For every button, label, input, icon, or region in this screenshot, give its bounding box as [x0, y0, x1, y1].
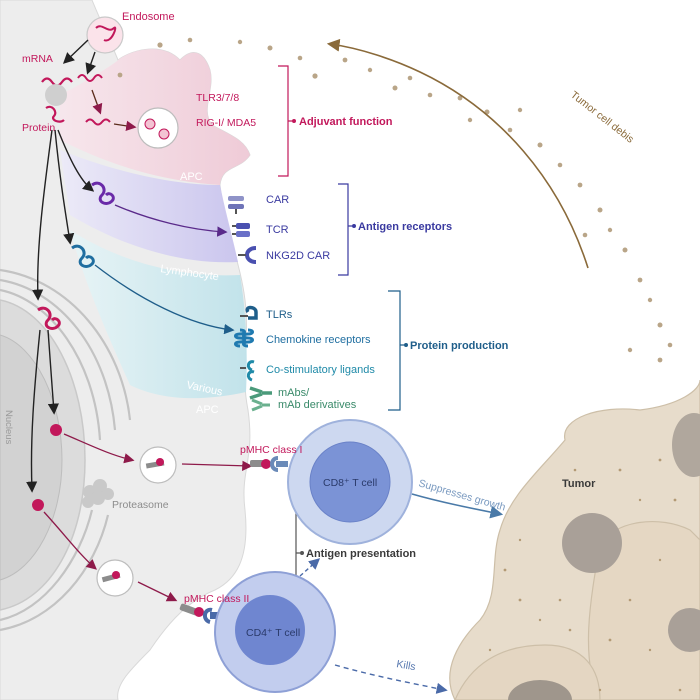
pmhc1-complex-icon: [250, 456, 288, 472]
label-endosome: Endosome: [122, 11, 175, 23]
label-costim: Co-stimulatory ligands: [266, 364, 375, 376]
label-pmhc2: pMHC class II: [184, 593, 249, 605]
label-cd4: CD4⁺ T cell: [246, 627, 300, 639]
label-apc-1: APC: [180, 171, 203, 183]
arrow-to-tcr: [114, 204, 228, 237]
label-tlr378: TLR3/7/8: [196, 92, 239, 104]
tcr-receptor-icon: [232, 223, 250, 237]
label-rigi: RIG-I/ MDA5: [196, 117, 256, 129]
pmhc1-peptide: [261, 459, 271, 469]
tumor-nucleus-1: [562, 513, 622, 573]
label-proteasome: Proteasome: [112, 499, 169, 511]
adjuvant-dot: [292, 119, 296, 123]
peptide-dot-2: [32, 499, 44, 511]
arrow-to-late-endosome: [113, 120, 137, 131]
protein-magenta: [37, 306, 61, 330]
label-chemokine: Chemokine receptors: [266, 334, 371, 346]
label-mabs-2: mAb derivatives: [278, 399, 357, 411]
label-suppresses: Suppresses growth: [417, 477, 507, 513]
endosome-mrna: [95, 25, 117, 42]
arrow-to-chemokine: [94, 264, 235, 335]
tlr-icon: [240, 305, 258, 320]
arrow-to-pmhc1: [181, 460, 253, 471]
tumor-cell-3: [454, 644, 601, 700]
arrow-to-mhc1-vesicle: [63, 433, 135, 464]
label-nkg2d: NKG2D CAR: [266, 250, 330, 262]
nkg2d-receptor-icon: [238, 246, 257, 264]
label-antigen-receptors: Antigen receptors: [358, 221, 452, 233]
tumor-nucleus-4: [508, 680, 572, 700]
antigen-receptors-bracket: [338, 183, 352, 276]
label-protein-production: Protein production: [410, 340, 509, 352]
antigen-receptors-dot: [352, 224, 356, 228]
kills-arrow: [334, 664, 448, 694]
protein-production-bracket: [388, 290, 404, 411]
arrow-to-mhc2-vesicle: [43, 511, 97, 570]
costim-ligand-icon: [240, 360, 255, 382]
label-mrna: mRNA: [22, 53, 53, 65]
cd8-t-cell: [287, 419, 413, 545]
lymphocyte-region: [60, 150, 238, 263]
arrow-brown-1: [91, 89, 103, 115]
car-receptor-icon: [228, 196, 244, 214]
label-pmhc1: pMHC class I: [240, 444, 302, 456]
label-adjuvant: Adjuvant function: [299, 116, 393, 128]
antigen-presentation-dot: [300, 551, 304, 555]
various-apc-region: [70, 230, 247, 399]
tumor-cells: [449, 379, 700, 700]
adjuvant-bracket: [278, 65, 292, 177]
endosome-vesicle: [144, 118, 156, 130]
label-tcr: TCR: [266, 224, 289, 236]
label-car: CAR: [266, 194, 289, 206]
tumor-nucleus-3: [668, 608, 700, 652]
suppresses-arrow: [411, 493, 504, 519]
mhc1-vesicle-peptide: [156, 458, 164, 466]
mab-icon: [249, 386, 272, 412]
late-endosome: [137, 107, 179, 149]
label-antigen-presentation: Antigen presentation: [306, 548, 416, 560]
endosome: [86, 16, 124, 54]
label-protein: Protein: [22, 122, 55, 134]
label-apc-2: APC: [196, 404, 219, 416]
chemokine-receptor-icon: [234, 328, 254, 348]
protein-production-dot: [404, 343, 408, 347]
protein-blue: [71, 244, 95, 268]
proteasome: [82, 479, 114, 508]
endoplasmic-reticulum: [0, 268, 132, 632]
label-mabs-1: mAbs/: [278, 387, 310, 399]
tumor-nucleus-2: [672, 413, 700, 477]
debris-arrow: [326, 38, 589, 269]
endosome-vesicle-2: [158, 128, 170, 140]
peptide-dot: [50, 424, 62, 436]
protein-purple: [91, 181, 115, 205]
label-kills: Kills: [395, 658, 416, 673]
label-cd8: CD8⁺ T cell: [323, 477, 377, 489]
pmhc2-peptide: [194, 607, 204, 617]
ribosome: [45, 84, 67, 106]
tumor-cell-2: [587, 520, 700, 700]
label-tumor: Tumor: [562, 478, 596, 490]
label-nucleus: Nucleus: [3, 410, 14, 445]
mhc2-vesicle-peptide: [112, 571, 120, 579]
cd4-to-cd8-arrow: [299, 558, 321, 577]
mrna-squiggle-2: [77, 74, 103, 82]
tumor-debris: [117, 37, 673, 363]
protein-squiggle: [45, 105, 65, 123]
cd4-t-cell: [214, 571, 336, 693]
arrow-to-pmhc2: [137, 581, 178, 602]
label-tlrs: TLRs: [266, 309, 293, 321]
flow-arrows: [26, 39, 97, 493]
mrna-squiggle-3: [85, 118, 111, 126]
label-debris: Tumor cell debis: [568, 89, 636, 146]
